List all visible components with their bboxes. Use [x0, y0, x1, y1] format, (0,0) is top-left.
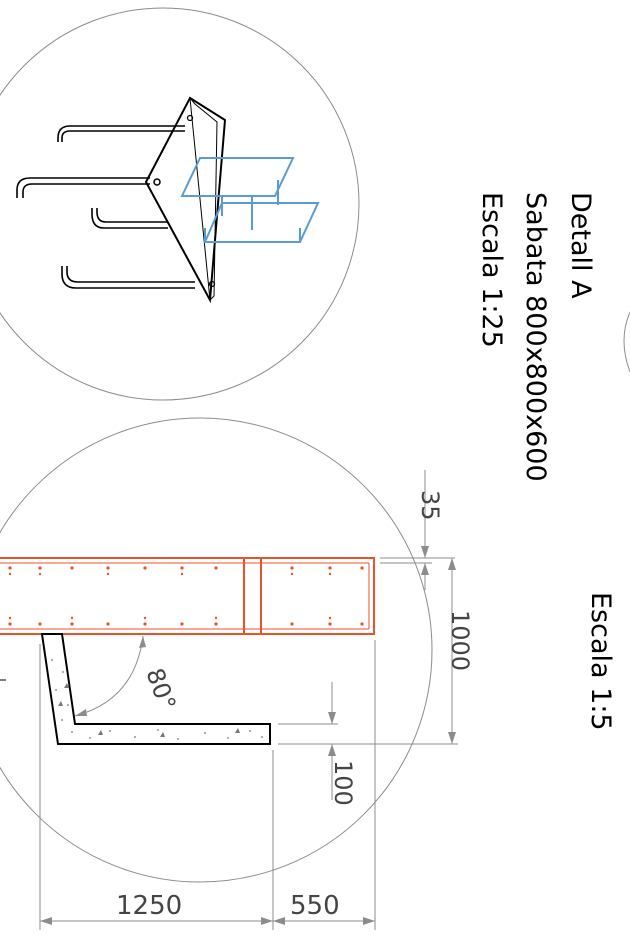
rebar-dots — [8, 566, 364, 626]
steel-profile-3d — [180, 157, 320, 243]
base-plate — [144, 96, 227, 304]
concrete-footing — [40, 633, 271, 745]
detail-circle-top — [0, 7, 360, 401]
sabata-label: Sabata 800x800x600 — [520, 192, 551, 482]
scale-main-label: Escala 1:5 — [585, 592, 616, 731]
dim-1000-label: 1000 — [446, 610, 474, 671]
angle-dimension: 80° — [74, 635, 181, 717]
dim-550-label: 550 — [290, 891, 340, 921]
dim-1000 — [278, 558, 458, 745]
anchor-bolts — [16, 125, 195, 289]
dim-100 — [278, 682, 338, 800]
bolt-hole — [153, 178, 161, 186]
detail-label: Detall A — [565, 192, 596, 299]
view-marker-arc — [623, 311, 630, 373]
bolt-hole — [186, 114, 194, 122]
dim-bottom — [39, 640, 376, 930]
angle-label: 80° — [140, 664, 181, 714]
scale-detail-label: Escala 1:25 — [476, 192, 507, 348]
bolt-hole — [208, 280, 216, 288]
dim-35 — [380, 470, 455, 590]
detail-a-view — [0, 7, 360, 401]
dim-35-label: 35 — [416, 490, 444, 521]
section-view: 80° 35 1000 100 — [0, 417, 474, 930]
title-block: Detall A Sabata 800x800x600 Escala 1:25 … — [476, 192, 616, 731]
base-plate-edge — [189, 96, 218, 302]
dim-1250-label: 1250 — [116, 891, 182, 921]
steel-beam — [0, 557, 375, 635]
dim-100-label: 100 — [329, 760, 357, 806]
detail-circle-bottom — [0, 417, 433, 883]
